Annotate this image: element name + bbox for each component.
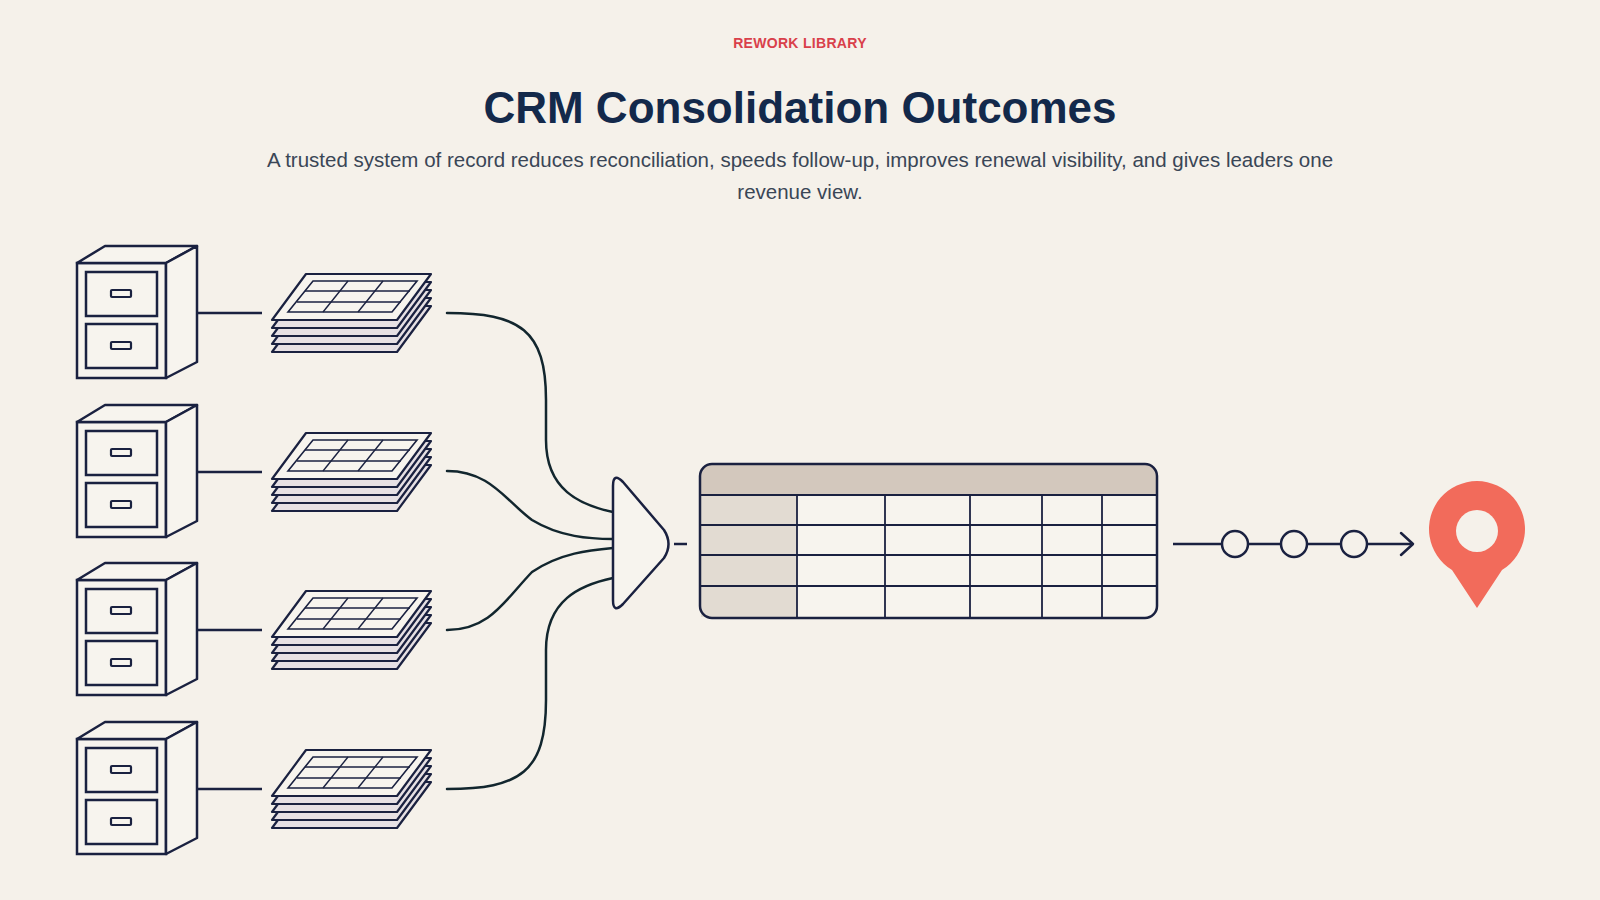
merge-curves	[447, 313, 613, 789]
merge-curve	[447, 578, 613, 789]
table-border	[700, 464, 1157, 618]
table-header	[700, 464, 1157, 495]
spreadsheet-stack	[272, 750, 431, 828]
progress-track	[1173, 531, 1413, 557]
merge-curve	[447, 471, 613, 539]
spreadsheet-stack	[272, 433, 431, 511]
track-arrowhead	[1401, 533, 1413, 555]
filing-cabinet	[77, 563, 262, 695]
unified-table	[700, 464, 1157, 618]
spreadsheet-stack	[272, 274, 431, 352]
filing-cabinet	[77, 246, 262, 378]
diagram-title: CRM Consolidation Outcomes	[0, 81, 1600, 135]
table-body	[700, 464, 1157, 618]
diagram-caption: A trusted system of record reduces recon…	[230, 144, 1370, 208]
spreadsheet-stack	[272, 591, 431, 669]
track-step	[1281, 531, 1307, 557]
merge-curve	[447, 313, 613, 512]
eyebrow-label: REWORK LIBRARY	[0, 35, 1600, 51]
pin-hole	[1456, 510, 1498, 552]
merge-curve	[447, 548, 613, 630]
track-step	[1341, 531, 1367, 557]
merge-funnel	[613, 478, 669, 608]
table-grid	[700, 495, 1157, 618]
destination-pin	[1429, 481, 1525, 608]
filing-cabinet	[77, 405, 262, 537]
track-step	[1222, 531, 1248, 557]
table-first-column	[701, 495, 797, 617]
pin-body	[1429, 481, 1525, 608]
filing-cabinet	[77, 722, 262, 854]
funnel-outlet	[674, 543, 687, 546]
